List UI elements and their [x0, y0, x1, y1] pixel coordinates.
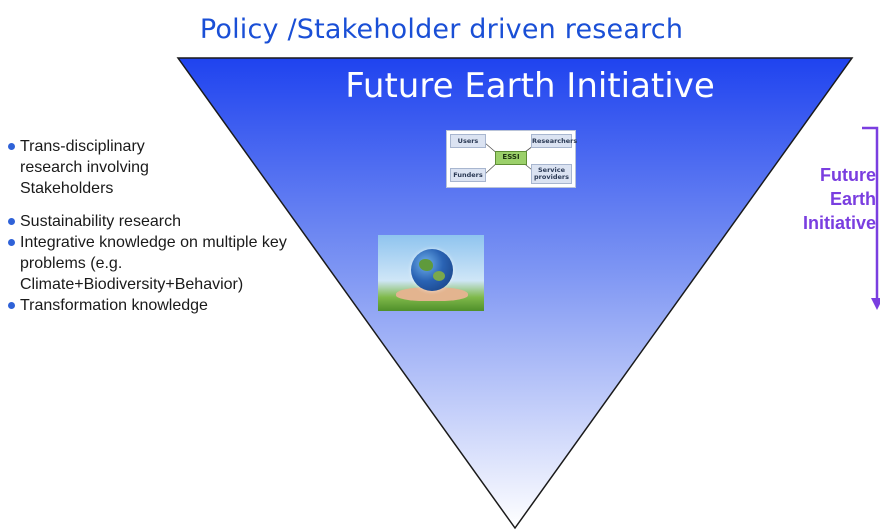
bullet-dot-icon — [8, 239, 15, 246]
list-item: Integrative knowledge on multiple key pr… — [8, 232, 338, 295]
essi-node-funders: Funders — [450, 168, 486, 182]
essi-diagram: Users Researchers ESSI Funders Service p… — [446, 130, 577, 188]
list-item: Sustainability research — [8, 211, 338, 232]
triangle-title: Future Earth Initiative — [345, 66, 715, 106]
hands-shape — [396, 287, 468, 301]
essi-node-users: Users — [450, 134, 486, 148]
bullet-dot-icon — [8, 302, 15, 309]
bracket-label-line: Earth — [829, 189, 876, 209]
bullet-dot-icon — [8, 143, 15, 150]
continent-shape — [419, 259, 433, 271]
earth-in-hands-image — [378, 235, 484, 311]
bracket-label: Future Earth Initiative — [784, 163, 876, 235]
list-item: Trans-disciplinary research involving St… — [8, 136, 205, 199]
essi-node-service-providers: Service providers — [531, 164, 572, 184]
diagram-header-title: Policy /Stakeholder driven research — [199, 14, 684, 45]
continent-shape — [433, 271, 445, 281]
bullet-list: Trans-disciplinary research involving St… — [8, 136, 338, 316]
list-item: Transformation knowledge — [8, 295, 338, 316]
essi-node-researchers: Researchers — [531, 134, 577, 148]
bracket-arrow-icon — [862, 126, 880, 310]
essi-center-node: ESSI — [495, 151, 527, 165]
globe-icon — [411, 249, 453, 291]
bracket-label-line: Future — [820, 165, 876, 185]
bullet-dot-icon — [8, 218, 15, 225]
bracket-label-line: Initiative — [802, 213, 876, 233]
triangle-shape — [176, 57, 854, 530]
